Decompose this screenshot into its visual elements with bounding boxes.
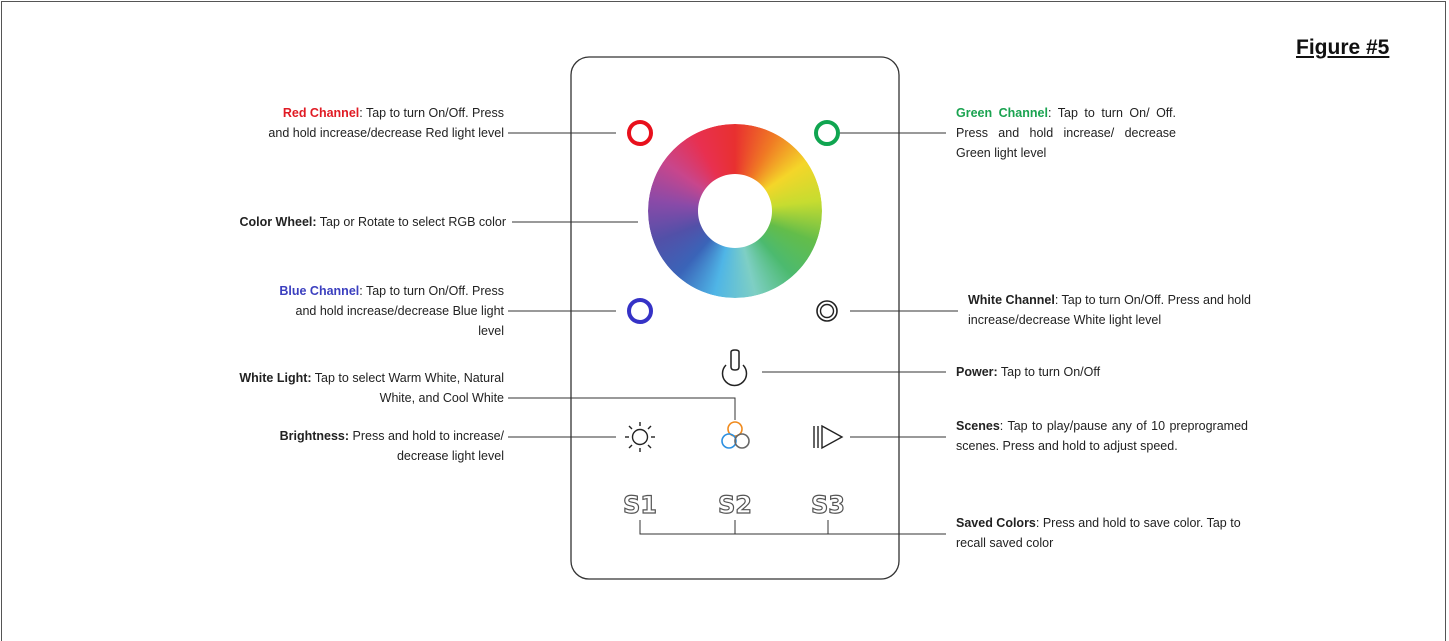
s3-button[interactable]: S3 — [810, 490, 845, 519]
saved-colors-text: : Press and hold to save color. Tap to r… — [956, 516, 1241, 550]
green-channel-annotation: Green Channel: Tap to turn On/ Off. Pres… — [956, 103, 1176, 163]
saved-colors-title: Saved Colors — [956, 516, 1036, 530]
green-channel-button[interactable] — [814, 120, 840, 146]
s2-button[interactable]: S2 — [717, 490, 752, 519]
white-channel-button[interactable] — [816, 300, 838, 322]
blue-channel-text: : Tap to turn On/Off. Press and hold inc… — [295, 284, 504, 338]
scenes-title: Scenes — [956, 419, 1000, 433]
figure-title: Figure #5 — [1296, 36, 1390, 59]
scenes-annotation: Scenes: Tap to play/pause any of 10 prep… — [956, 416, 1248, 456]
color-wheel-annotation: Color Wheel: Tap or Rotate to select RGB… — [150, 212, 506, 232]
white-light-icon[interactable] — [721, 421, 750, 449]
red-channel-title: Red Channel — [282, 106, 360, 120]
s1-button[interactable]: S1 — [622, 490, 657, 519]
power-text: Tap to turn On/Off — [997, 365, 1101, 379]
white-light-title: White Light: — [239, 371, 312, 385]
sun-icon[interactable] — [625, 422, 655, 452]
green-channel-text: : Tap to turn On/ Off. Press and hold in… — [956, 106, 1176, 160]
white-channel-text: : Tap to turn On/Off. Press and hold inc… — [968, 293, 1251, 327]
blue-channel-annotation: Blue Channel: Tap to turn On/Off. Press … — [268, 281, 504, 341]
saved-colors-annotation: Saved Colors: Press and hold to save col… — [956, 513, 1248, 553]
white-channel-title: White Channel — [968, 293, 1055, 307]
red-channel-text: : Tap to turn On/Off. Press and hold inc… — [268, 106, 504, 140]
leader-lines — [508, 132, 958, 535]
play-icon[interactable] — [813, 424, 844, 450]
brightness-text: Press and hold to increase/ decrease lig… — [349, 429, 504, 463]
blue-channel-title: Blue Channel — [279, 284, 360, 298]
power-annotation: Power: Tap to turn On/Off — [956, 362, 1216, 382]
color-wheel-text: Tap or Rotate to select RGB color — [316, 215, 506, 229]
power-title: Power: — [956, 365, 998, 379]
brightness-annotation: Brightness: Press and hold to increase/ … — [228, 426, 504, 466]
color-wheel-title: Color Wheel: — [239, 215, 317, 229]
blue-channel-button[interactable] — [627, 298, 653, 324]
brightness-title: Brightness: — [279, 429, 350, 443]
green-channel-title: Green Channel — [956, 106, 1048, 120]
power-icon[interactable] — [721, 349, 748, 387]
white-light-text: Tap to select Warm White, Natural White,… — [311, 371, 504, 405]
scenes-text: : Tap to play/pause any of 10 preprogram… — [956, 419, 1248, 453]
white-light-annotation: White Light: Tap to select Warm White, N… — [228, 368, 504, 408]
red-channel-annotation: Red Channel: Tap to turn On/Off. Press a… — [268, 103, 504, 143]
white-channel-annotation: White Channel: Tap to turn On/Off. Press… — [968, 290, 1286, 330]
red-channel-button[interactable] — [627, 120, 653, 146]
